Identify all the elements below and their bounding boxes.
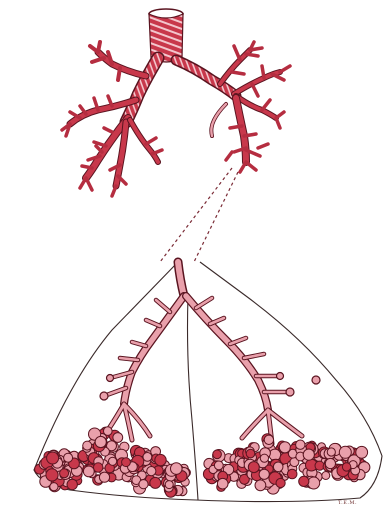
alveolus	[171, 463, 183, 475]
right-bronchial-tree	[176, 42, 290, 172]
alveolus	[287, 469, 297, 479]
alveolus	[94, 463, 103, 472]
alveolus	[150, 477, 161, 488]
alveolus	[64, 453, 73, 462]
alveolus	[83, 466, 94, 477]
alveolar-cluster-right	[203, 434, 370, 494]
alveolus	[46, 469, 58, 481]
alveolus	[276, 478, 285, 487]
alveolus	[122, 458, 131, 467]
alveolus	[104, 427, 113, 436]
alveolus	[356, 446, 368, 458]
alveolus	[255, 480, 266, 491]
alveolus	[342, 463, 350, 471]
alveolus	[113, 433, 123, 443]
alveolus	[213, 450, 222, 459]
alveolus	[139, 480, 148, 489]
alveolus	[217, 478, 228, 489]
alveolus	[322, 472, 330, 480]
magnification-lines	[160, 168, 238, 262]
left-bronchial-tree	[62, 42, 162, 196]
alveolus	[273, 462, 283, 472]
alveolus	[67, 479, 77, 489]
alveolus	[327, 448, 335, 456]
alveolus	[260, 454, 268, 462]
alveolus	[264, 435, 273, 444]
alveolus	[259, 469, 269, 479]
alveolus	[143, 453, 152, 462]
alveolus	[165, 481, 173, 489]
alveolus	[303, 449, 314, 460]
artist-signature: T.E.M.	[338, 500, 357, 506]
alveolus	[339, 446, 351, 458]
alveolus	[308, 477, 320, 489]
alveolus	[296, 440, 305, 449]
alveolus	[99, 472, 109, 482]
alveolus	[155, 454, 166, 465]
bronchiole-tree	[100, 262, 320, 444]
alveolus	[147, 467, 156, 476]
alveolus	[214, 461, 223, 470]
alveolar-cluster-left	[35, 427, 191, 497]
alveolus	[47, 452, 59, 464]
alveolus	[299, 476, 309, 486]
alveolus	[83, 441, 92, 450]
alveolus	[246, 449, 255, 458]
alveolus	[95, 436, 106, 447]
alveolus	[248, 462, 259, 473]
alveolus	[325, 458, 335, 468]
alveolus	[109, 457, 117, 465]
alveolus	[60, 469, 69, 478]
